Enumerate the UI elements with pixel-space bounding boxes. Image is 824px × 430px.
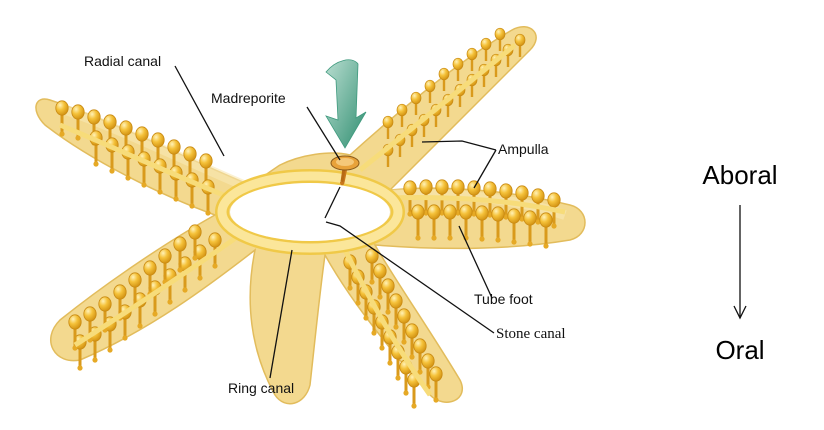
- water-inflow-arrow: [325, 59, 367, 149]
- stone-canal-label: Stone canal: [496, 326, 566, 342]
- leader-lines: [174, 65, 747, 379]
- radial-canals: [59, 43, 566, 397]
- aboral-label: Aboral: [702, 160, 777, 190]
- madreporite-label: Madreporite: [211, 90, 286, 106]
- ampulla-label: Ampulla: [498, 141, 549, 157]
- radial-canal-label: Radial canal: [84, 53, 161, 69]
- oral-label: Oral: [715, 335, 764, 365]
- madreporite: [330, 155, 360, 171]
- ring-canal-label: Ring canal: [228, 380, 294, 396]
- tube-foot-label: Tube foot: [474, 291, 533, 307]
- ring-canal: [215, 169, 405, 255]
